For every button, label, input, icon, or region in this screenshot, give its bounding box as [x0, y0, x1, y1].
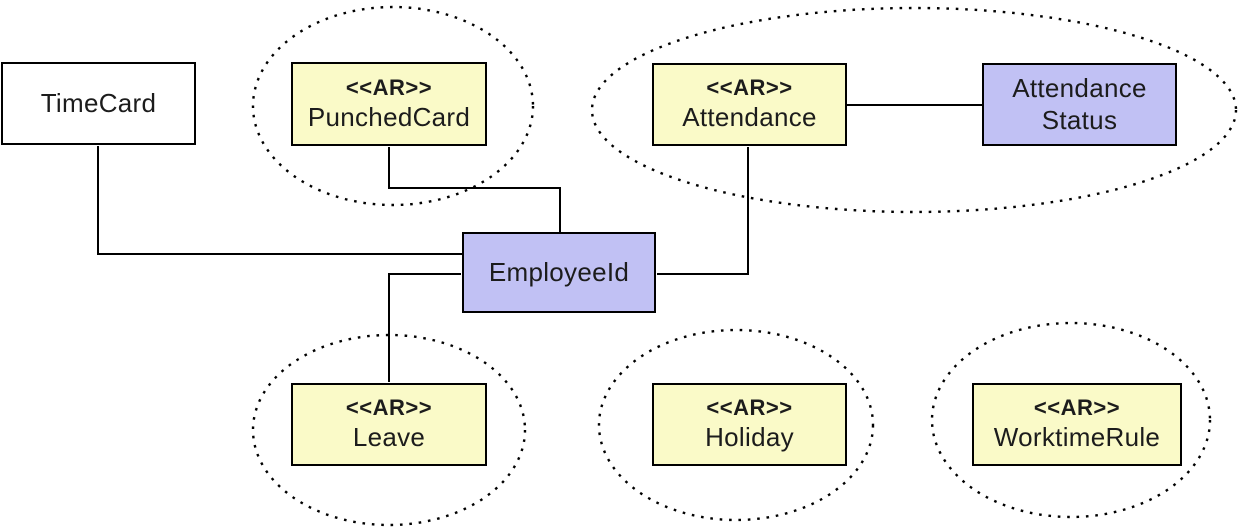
- aggregate-boundary-leave: [251, 333, 527, 527]
- node-punchedcard: <<AR>> PunchedCard: [291, 62, 487, 146]
- node-holiday-label: Holiday: [705, 422, 794, 453]
- node-leave-label: Leave: [352, 422, 426, 453]
- connector-attendance-employeeid: [657, 147, 749, 275]
- node-worktimerule-label: WorktimeRule: [993, 422, 1161, 453]
- node-attendance-status-label-line2: Status: [1041, 104, 1118, 135]
- node-punchedcard-label: PunchedCard: [307, 101, 471, 132]
- node-holiday: <<AR>> Holiday: [652, 383, 847, 466]
- node-punchedcard-stereotype: <<AR>>: [345, 74, 433, 100]
- node-timecard: TimeCard: [1, 62, 196, 145]
- node-employeeid: EmployeeId: [462, 232, 656, 313]
- aggregate-boundary-worktimerule: [930, 321, 1212, 519]
- connector-employeeid-leave: [388, 273, 461, 382]
- node-employeeid-label: EmployeeId: [488, 256, 630, 287]
- node-leave: <<AR>> Leave: [291, 383, 487, 466]
- node-leave-stereotype: <<AR>>: [345, 395, 433, 421]
- node-worktimerule-stereotype: <<AR>>: [1033, 395, 1121, 421]
- node-timecard-label: TimeCard: [40, 87, 157, 118]
- connector-timecard-employeeid: [97, 146, 462, 255]
- connector-punchedcard-employeeid: [388, 147, 561, 233]
- aggregate-boundary-attendance: [590, 6, 1238, 214]
- node-attendance-status: Attendance Status: [982, 63, 1177, 146]
- aggregate-boundary-holiday: [597, 328, 875, 522]
- node-attendance: <<AR>> Attendance: [652, 63, 847, 146]
- node-attendance-stereotype: <<AR>>: [706, 75, 793, 101]
- node-attendance-label: Attendance: [682, 102, 817, 133]
- node-holiday-stereotype: <<AR>>: [706, 395, 793, 421]
- node-attendance-status-label-line1: Attendance: [1012, 72, 1147, 103]
- node-worktimerule: <<AR>> WorktimeRule: [972, 383, 1182, 466]
- aggregate-boundary-punchedcard: [251, 5, 535, 207]
